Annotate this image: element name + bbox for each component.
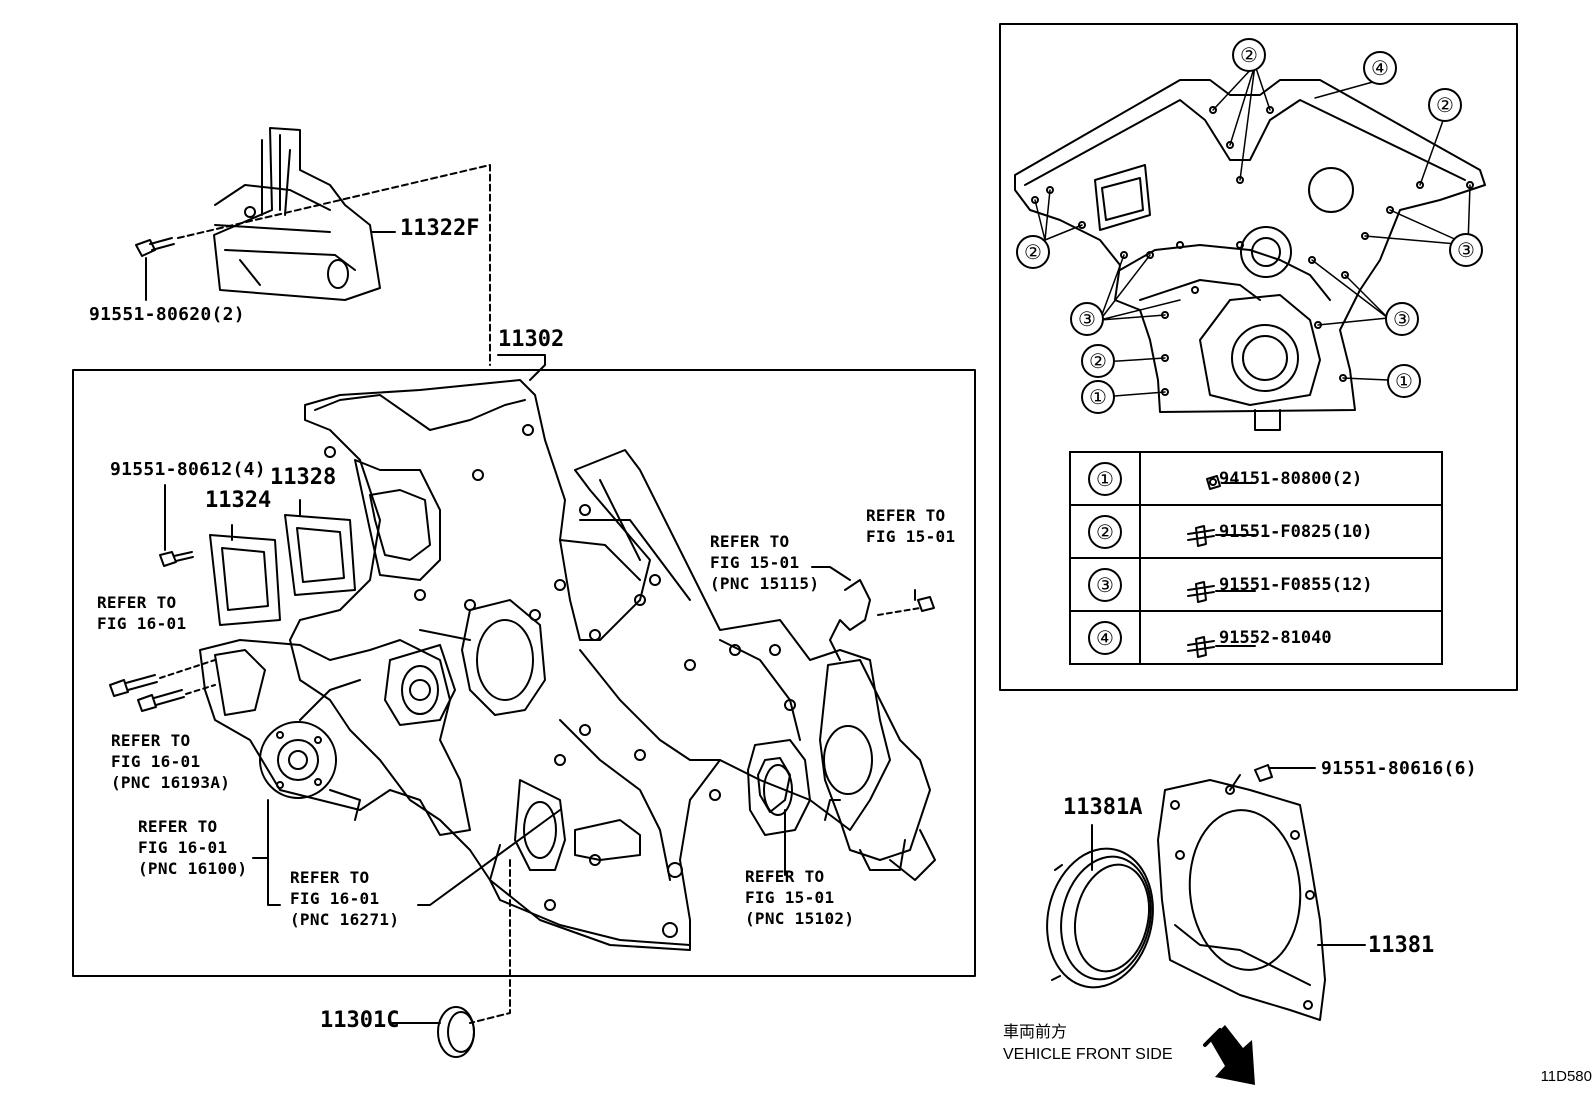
legend-row[interactable]: ① 94151-80800(2) bbox=[1069, 451, 1443, 506]
legend-part-number[interactable]: 94151-80800(2) bbox=[1219, 468, 1363, 489]
seal-11301C-drawing bbox=[437, 1006, 475, 1058]
part-label-91551-80616[interactable]: 91551-80616(6) bbox=[1321, 758, 1477, 779]
bolt-91551-80620-drawing bbox=[135, 164, 491, 366]
legend-part-number[interactable]: 91551-F0825(10) bbox=[1219, 521, 1373, 542]
oil-pump-drawing bbox=[747, 579, 936, 881]
callout-3: ③ bbox=[1070, 302, 1104, 336]
bolt-legend-table: ① 94151-80800(2) ② 91551-F0825(10) ③ 915… bbox=[1069, 451, 1443, 665]
bolt-location-frame bbox=[999, 23, 1518, 691]
seal-11381A-drawing bbox=[1046, 824, 1154, 989]
legend-row[interactable]: ③ 91551-F0855(12) bbox=[1069, 557, 1443, 612]
callout-4: ④ bbox=[1363, 51, 1397, 85]
timing-cover-drawing bbox=[289, 379, 891, 951]
part-label-11328[interactable]: 11328 bbox=[270, 465, 337, 490]
leader-lines bbox=[252, 354, 851, 1024]
refer-pnc-16100-label[interactable]: REFER TO FIG 16-01 (PNC 16100) bbox=[138, 817, 248, 878]
callout-2: ② bbox=[1232, 38, 1266, 72]
callout-2: ② bbox=[1081, 344, 1115, 378]
callout-1: ① bbox=[1387, 364, 1421, 398]
legend-part-number[interactable]: 91552-81040 bbox=[1219, 627, 1332, 648]
part-label-11324[interactable]: 11324 bbox=[205, 488, 272, 513]
part-label-11302[interactable]: 11302 bbox=[498, 327, 565, 352]
legend-row[interactable]: ② 91551-F0825(10) bbox=[1069, 504, 1443, 559]
part-label-91551-80612[interactable]: 91551-80612(4) bbox=[110, 459, 266, 480]
legend-number: ① bbox=[1088, 461, 1122, 496]
gasket-11328-drawing bbox=[284, 499, 356, 596]
legend-number: ② bbox=[1088, 514, 1122, 549]
refer-pnc-15102-label[interactable]: REFER TO FIG 15-01 (PNC 15102) bbox=[745, 867, 855, 928]
refer-pnc-15115-label[interactable]: REFER TO FIG 15-01 (PNC 15115) bbox=[710, 532, 820, 593]
refer-pnc-16271-label[interactable]: REFER TO FIG 16-01 (PNC 16271) bbox=[290, 868, 400, 929]
diagram-code: 11D580 bbox=[1540, 1068, 1592, 1085]
bolt-91551-80612-drawing bbox=[159, 484, 194, 567]
refer-pnc-16193A-label[interactable]: REFER TO FIG 16-01 (PNC 16193A) bbox=[111, 731, 231, 792]
main-assembly-frame bbox=[72, 369, 976, 977]
part-label-91551-80620[interactable]: 91551-80620(2) bbox=[89, 304, 245, 325]
callout-3: ③ bbox=[1449, 233, 1483, 267]
refer-fig-16-01-label[interactable]: REFER TO FIG 16-01 bbox=[97, 593, 187, 633]
retainer-11381-drawing bbox=[1157, 764, 1366, 1021]
callout-2: ② bbox=[1428, 88, 1462, 122]
refer-fig-15-01-label[interactable]: REFER TO FIG 15-01 bbox=[866, 506, 956, 546]
part-label-11381[interactable]: 11381 bbox=[1368, 933, 1435, 958]
part-label-11381A[interactable]: 11381A bbox=[1063, 795, 1143, 820]
legend-number: ④ bbox=[1088, 620, 1122, 655]
part-label-11301C[interactable]: 11301C bbox=[320, 1008, 400, 1033]
gasket-11324-drawing bbox=[209, 524, 281, 626]
vehicle-front-label: 車両前方 VEHICLE FRONT SIDE bbox=[1003, 1022, 1173, 1066]
bolts-fig-16-01-drawing bbox=[109, 659, 216, 712]
callout-3: ③ bbox=[1385, 302, 1419, 336]
vehicle-front-arrow-icon bbox=[1203, 1025, 1255, 1085]
legend-part-number[interactable]: 91551-F0855(12) bbox=[1219, 574, 1373, 595]
legend-number: ③ bbox=[1088, 567, 1122, 602]
callout-2: ② bbox=[1016, 235, 1050, 269]
vehicle-front-jp: 車両前方 bbox=[1003, 1024, 1068, 1041]
legend-row[interactable]: ④ 91552-81040 bbox=[1069, 610, 1443, 665]
vehicle-front-en: VEHICLE FRONT SIDE bbox=[1003, 1046, 1173, 1063]
part-label-11322F[interactable]: 11322F bbox=[400, 216, 480, 241]
water-pump-drawing bbox=[199, 639, 471, 836]
bracket-11322F-drawing bbox=[213, 127, 381, 301]
callout-1: ① bbox=[1081, 380, 1115, 414]
inset-leader-lines bbox=[1034, 64, 1471, 398]
